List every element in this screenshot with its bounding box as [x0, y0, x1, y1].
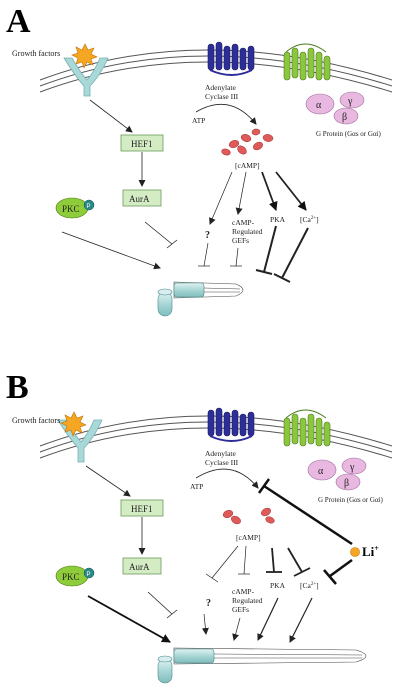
- atp-label: ATP: [190, 482, 203, 491]
- pkc-to-cilium-arrow: [87, 595, 171, 643]
- g-protein-icon: [305, 91, 365, 125]
- gefs-label-3: GEFs: [232, 236, 249, 245]
- ca-label: [Ca2+]: [300, 581, 319, 590]
- elongated-primary-cilium: [157, 647, 367, 684]
- unknown-effector-label: ?: [206, 598, 211, 609]
- growth-factors-label: Growth factors: [12, 416, 60, 425]
- aura-inhibition: [147, 591, 178, 619]
- pkc-label: PKC: [62, 572, 80, 582]
- g-protein-beta: β: [342, 112, 347, 123]
- pka-label: PKA: [270, 215, 286, 224]
- g-protein-icon: [307, 457, 367, 491]
- camp-effector-arrows: [209, 171, 307, 225]
- growth-factor-icon: [71, 43, 98, 69]
- panel-a: A Growth factors Adenylate Cyclase III: [6, 3, 393, 317]
- adenylate-cyclase-label-2: Cyclase III: [205, 92, 239, 101]
- camp-label: [cAMP]: [236, 533, 261, 542]
- g-protein-alpha: α: [318, 466, 324, 477]
- pkc-phospho-label: P: [87, 572, 91, 578]
- g-protein-gamma: γ: [349, 462, 355, 473]
- pkc-icon: [55, 197, 95, 219]
- pkc-label: PKC: [62, 204, 80, 214]
- growth-factor-receptor: [63, 57, 109, 97]
- gefs-label-3: GEFs: [232, 605, 249, 614]
- aura-label: AurA: [129, 562, 150, 572]
- panel-letter: A: [6, 3, 31, 40]
- atp-conversion-arrow: [195, 468, 259, 489]
- atp-conversion-arrow: [195, 104, 257, 125]
- camp-label: [cAMP]: [235, 161, 260, 170]
- gefs-label-2: Regulated: [232, 596, 263, 605]
- hef1-box: HEF1: [120, 134, 164, 152]
- hef1-box: HEF1: [120, 499, 164, 517]
- gpcr-icon: [283, 43, 331, 81]
- growth-factor-icon: [60, 411, 87, 437]
- aura-label: AurA: [129, 194, 150, 204]
- atp-label: ATP: [192, 116, 205, 125]
- aura-box: AurA: [122, 557, 162, 575]
- hef1-label: HEF1: [131, 504, 153, 514]
- aura-inhibition: [144, 221, 178, 249]
- pka-label: PKA: [270, 581, 286, 590]
- adenylate-cyclase-icon: [207, 407, 255, 442]
- panel-letter: B: [6, 369, 29, 406]
- hef1-label: HEF1: [131, 139, 153, 149]
- pkc-icon: [55, 565, 95, 587]
- g-protein-beta: β: [344, 478, 349, 489]
- gefs-label-1: cAMP-: [232, 218, 255, 227]
- adenylate-cyclase-label-2: Cyclase III: [205, 458, 239, 467]
- gpcr-icon: [283, 409, 331, 447]
- adenylate-cyclase-icon: [207, 41, 255, 76]
- camp-molecules-icon: [222, 507, 275, 525]
- growth-factors-label: Growth factors: [12, 49, 60, 58]
- pkc-phospho-label: P: [87, 204, 91, 210]
- ca-label: [Ca2+]: [300, 215, 319, 224]
- g-protein-alpha: α: [316, 100, 322, 111]
- aura-box: AurA: [122, 189, 162, 207]
- primary-cilium: [157, 281, 244, 317]
- receptor-to-hef1-arrow: [85, 465, 131, 497]
- g-protein-caption: G Protein (Gαs or Gαi): [318, 496, 384, 504]
- g-protein-gamma: γ: [347, 96, 353, 107]
- adenylate-cyclase-label-1: Adenylate: [205, 83, 236, 92]
- camp-effector-inhibitions: [205, 545, 311, 583]
- lithium-inhibitions: [257, 478, 353, 585]
- unknown-effector-label: ?: [205, 230, 210, 241]
- effector-inhibitions: [198, 225, 309, 283]
- pkc-to-cilium-arrow: [61, 231, 161, 270]
- lithium-label: Li+: [362, 544, 379, 559]
- camp-molecules-icon: [221, 128, 274, 156]
- effector-to-cilium-arrows: [201, 597, 313, 643]
- lithium-icon: [350, 547, 360, 557]
- gefs-label-1: cAMP-: [232, 587, 255, 596]
- panel-b: B Growth factors Adenylate Cyclase III: [6, 369, 393, 684]
- gefs-label-2: Regulated: [232, 227, 263, 236]
- adenylate-cyclase-label-1: Adenylate: [205, 449, 236, 458]
- g-protein-caption: G Protein (Gαs or Gαi): [316, 130, 382, 138]
- receptor-to-hef1-arrow: [89, 99, 133, 133]
